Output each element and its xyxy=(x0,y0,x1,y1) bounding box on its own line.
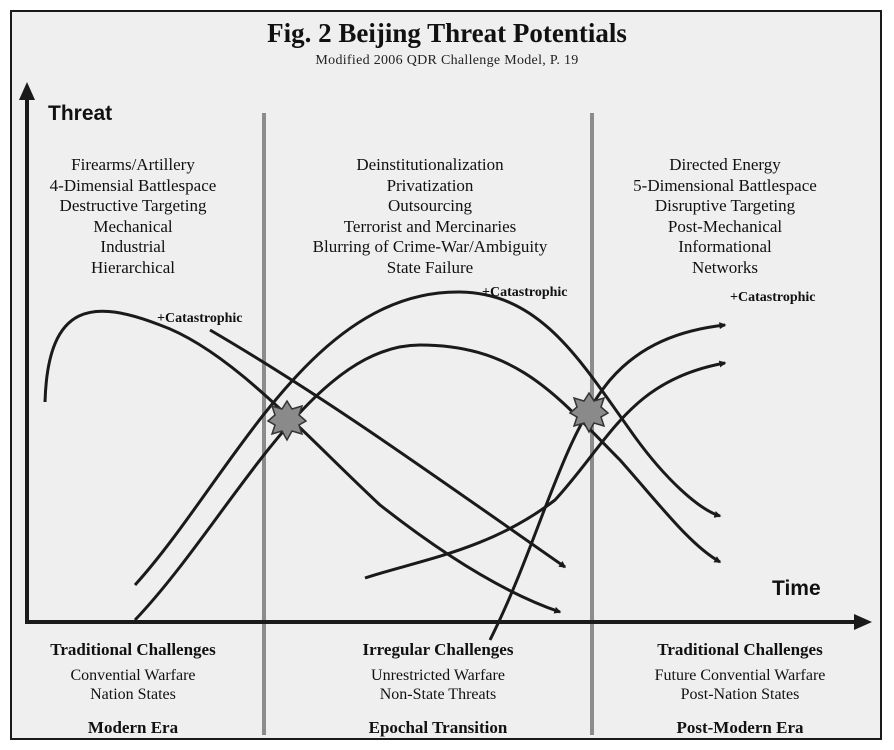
modern-era-column: Traditional Challenges Convential Warfar… xyxy=(20,640,246,738)
transition-column: Irregular Challenges Unrestricted Warfar… xyxy=(300,640,576,738)
challenge-heading: Irregular Challenges xyxy=(362,640,514,659)
challenge-detail: Unrestricted Warfare xyxy=(371,667,505,684)
catastrophic-label: +Catastrophic xyxy=(482,285,568,300)
list-item: Outsourcing xyxy=(387,196,473,215)
transition-burst-icon xyxy=(266,399,308,442)
list-item: State Failure xyxy=(386,257,474,277)
list-item: Privatization xyxy=(386,175,474,195)
challenge-detail: Post-Nation States xyxy=(680,686,800,703)
transition-burst-icon xyxy=(568,391,610,434)
list-item: Deinstitutionalization xyxy=(356,155,504,174)
list-item: Hierarchical xyxy=(91,257,175,277)
traditional-threat-curve xyxy=(43,309,562,614)
irregular-catastrophic-curve xyxy=(133,290,722,587)
transition-characteristics: Deinstitutionalization Privatization Out… xyxy=(280,155,580,278)
y-axis-arrow-icon xyxy=(19,82,35,100)
era-name: Post-Modern Era xyxy=(676,718,804,737)
figure-title: Fig. 2 Beijing Threat Potentials xyxy=(267,18,627,48)
list-item: Networks xyxy=(691,257,759,277)
list-item: Blurring of Crime-War/Ambiguity xyxy=(312,237,548,256)
postmodern-era-characteristics: Directed Energy 5-Dimensional Battlespac… xyxy=(600,155,850,278)
list-item: Directed Energy xyxy=(669,155,781,174)
catastrophic-label: +Catastrophic xyxy=(730,290,816,305)
list-item: Firearms/Artillery xyxy=(71,155,195,174)
era-name: Epochal Transition xyxy=(368,718,508,737)
list-item: Disruptive Targeting xyxy=(654,196,796,215)
figure-subtitle: Modified 2006 QDR Challenge Model, P. 19 xyxy=(315,53,579,68)
figure-frame xyxy=(10,10,882,740)
list-item: 4-Dimensial Battlespace xyxy=(49,175,217,195)
challenge-detail: Future Convential Warfare xyxy=(654,667,826,684)
modern-era-characteristics: Firearms/Artillery 4-Dimensial Battlespa… xyxy=(20,155,246,278)
list-item: Terrorist and Mercinaries xyxy=(343,216,517,236)
challenge-detail: Convential Warfare xyxy=(70,667,196,684)
list-item: 5-Dimensional Battlespace xyxy=(633,175,817,195)
future-traditional-curve xyxy=(364,360,727,580)
traditional-catastrophic-curve xyxy=(209,328,567,569)
catastrophic-label: +Catastrophic xyxy=(157,311,243,326)
list-item: Post-Mechanical xyxy=(667,216,783,236)
challenge-detail: Nation States xyxy=(90,686,176,703)
challenge-heading: Traditional Challenges xyxy=(50,640,216,659)
challenge-detail: Non-State Threats xyxy=(379,686,497,703)
list-item: Destructive Targeting xyxy=(59,196,207,215)
postmodern-era-column: Traditional Challenges Future Convential… xyxy=(610,640,870,738)
list-item: Informational xyxy=(678,237,772,256)
challenge-heading: Traditional Challenges xyxy=(657,640,823,659)
era-name: Modern Era xyxy=(87,718,179,737)
x-axis-label: Time xyxy=(772,577,821,600)
list-item: Industrial xyxy=(100,237,166,256)
x-axis-arrow-icon xyxy=(854,614,872,630)
irregular-threat-curve xyxy=(133,343,722,622)
list-item: Mechanical xyxy=(93,216,173,236)
y-axis-label: Threat xyxy=(48,102,113,125)
